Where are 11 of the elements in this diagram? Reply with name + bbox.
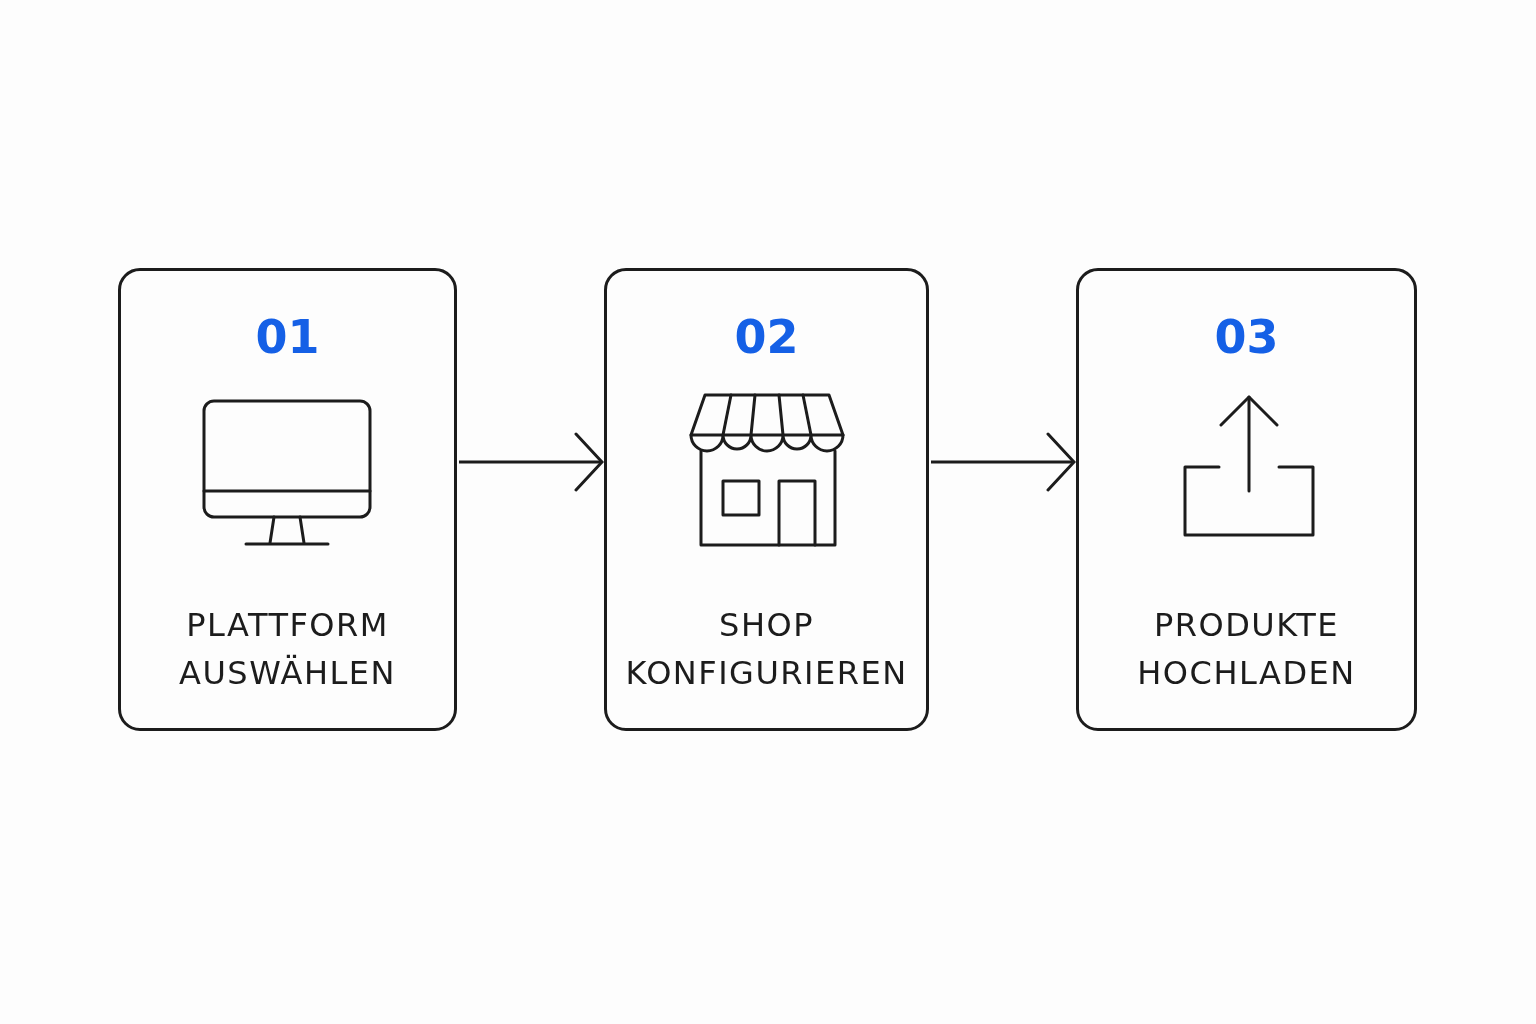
step-card <box>118 268 457 731</box>
step-title: PRODUKTE HOCHLADEN <box>1136 605 1357 694</box>
step-number: 02 <box>734 309 799 365</box>
step-number: 01 <box>255 309 320 365</box>
step-title: PLATTFORM AUSWÄHLEN <box>178 605 397 694</box>
step-card <box>1076 268 1417 731</box>
step-number: 03 <box>1214 309 1279 365</box>
step-title: SHOP KONFIGURIEREN <box>624 605 909 694</box>
arrow <box>931 432 1076 492</box>
step-card <box>604 268 929 731</box>
arrow <box>459 432 604 492</box>
